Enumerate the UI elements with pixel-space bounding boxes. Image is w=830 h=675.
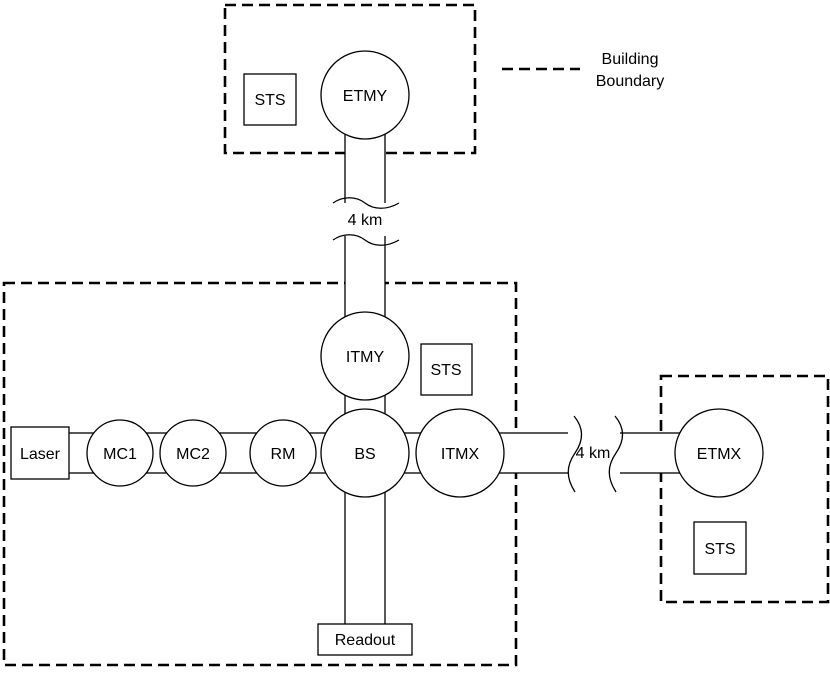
laser-label: Laser: [20, 446, 61, 463]
itmy-mirror: [320, 311, 410, 401]
etmx-mirror: [674, 408, 764, 498]
y-arm-break-top: [332, 197, 400, 209]
sts-x-end-label: STS: [704, 541, 735, 558]
sts-x-end-box: [693, 521, 747, 575]
y-arm-break-bottom: [332, 234, 400, 246]
corner-building-boundary: [2, 281, 518, 667]
mc1-mirror: [86, 419, 154, 487]
legend-label-line2: Boundary: [596, 73, 665, 90]
etmx-label: ETMX: [697, 446, 742, 463]
sts-y-end-label: STS: [254, 92, 285, 109]
rm-label: RM: [271, 446, 296, 463]
x-arm-break-gap: [568, 423, 620, 487]
itmy-label: ITMY: [346, 349, 385, 366]
sts-y-end-box: [243, 73, 297, 126]
readout-box: [317, 623, 413, 656]
itmx-mirror: [415, 408, 505, 498]
rm-mirror: [249, 419, 317, 487]
mc1-label: MC1: [103, 446, 137, 463]
x-arm-break-left: [567, 415, 583, 493]
mc2-mirror: [159, 419, 227, 487]
etmy-mirror: [320, 50, 410, 140]
etmy-label: ETMY: [343, 88, 388, 105]
x-arm-length-label: 4 km: [576, 445, 611, 462]
bs-label: BS: [354, 446, 375, 463]
readout-label: Readout: [335, 632, 396, 649]
mc2-label: MC2: [176, 446, 210, 463]
x-end-building-boundary: [659, 374, 830, 604]
bs-beamsplitter: [320, 408, 410, 498]
legend-label-line1: Building: [602, 51, 659, 68]
sts-corner-label: STS: [430, 362, 461, 379]
itmx-label: ITMX: [441, 446, 480, 463]
laser-box: [10, 426, 70, 480]
sts-corner-box: [420, 343, 473, 396]
y-arm-break-gap: [330, 203, 402, 236]
y-end-building-boundary: [223, 3, 477, 155]
y-arm-length-label: 4 km: [348, 212, 383, 229]
x-arm-break-right: [608, 415, 624, 493]
